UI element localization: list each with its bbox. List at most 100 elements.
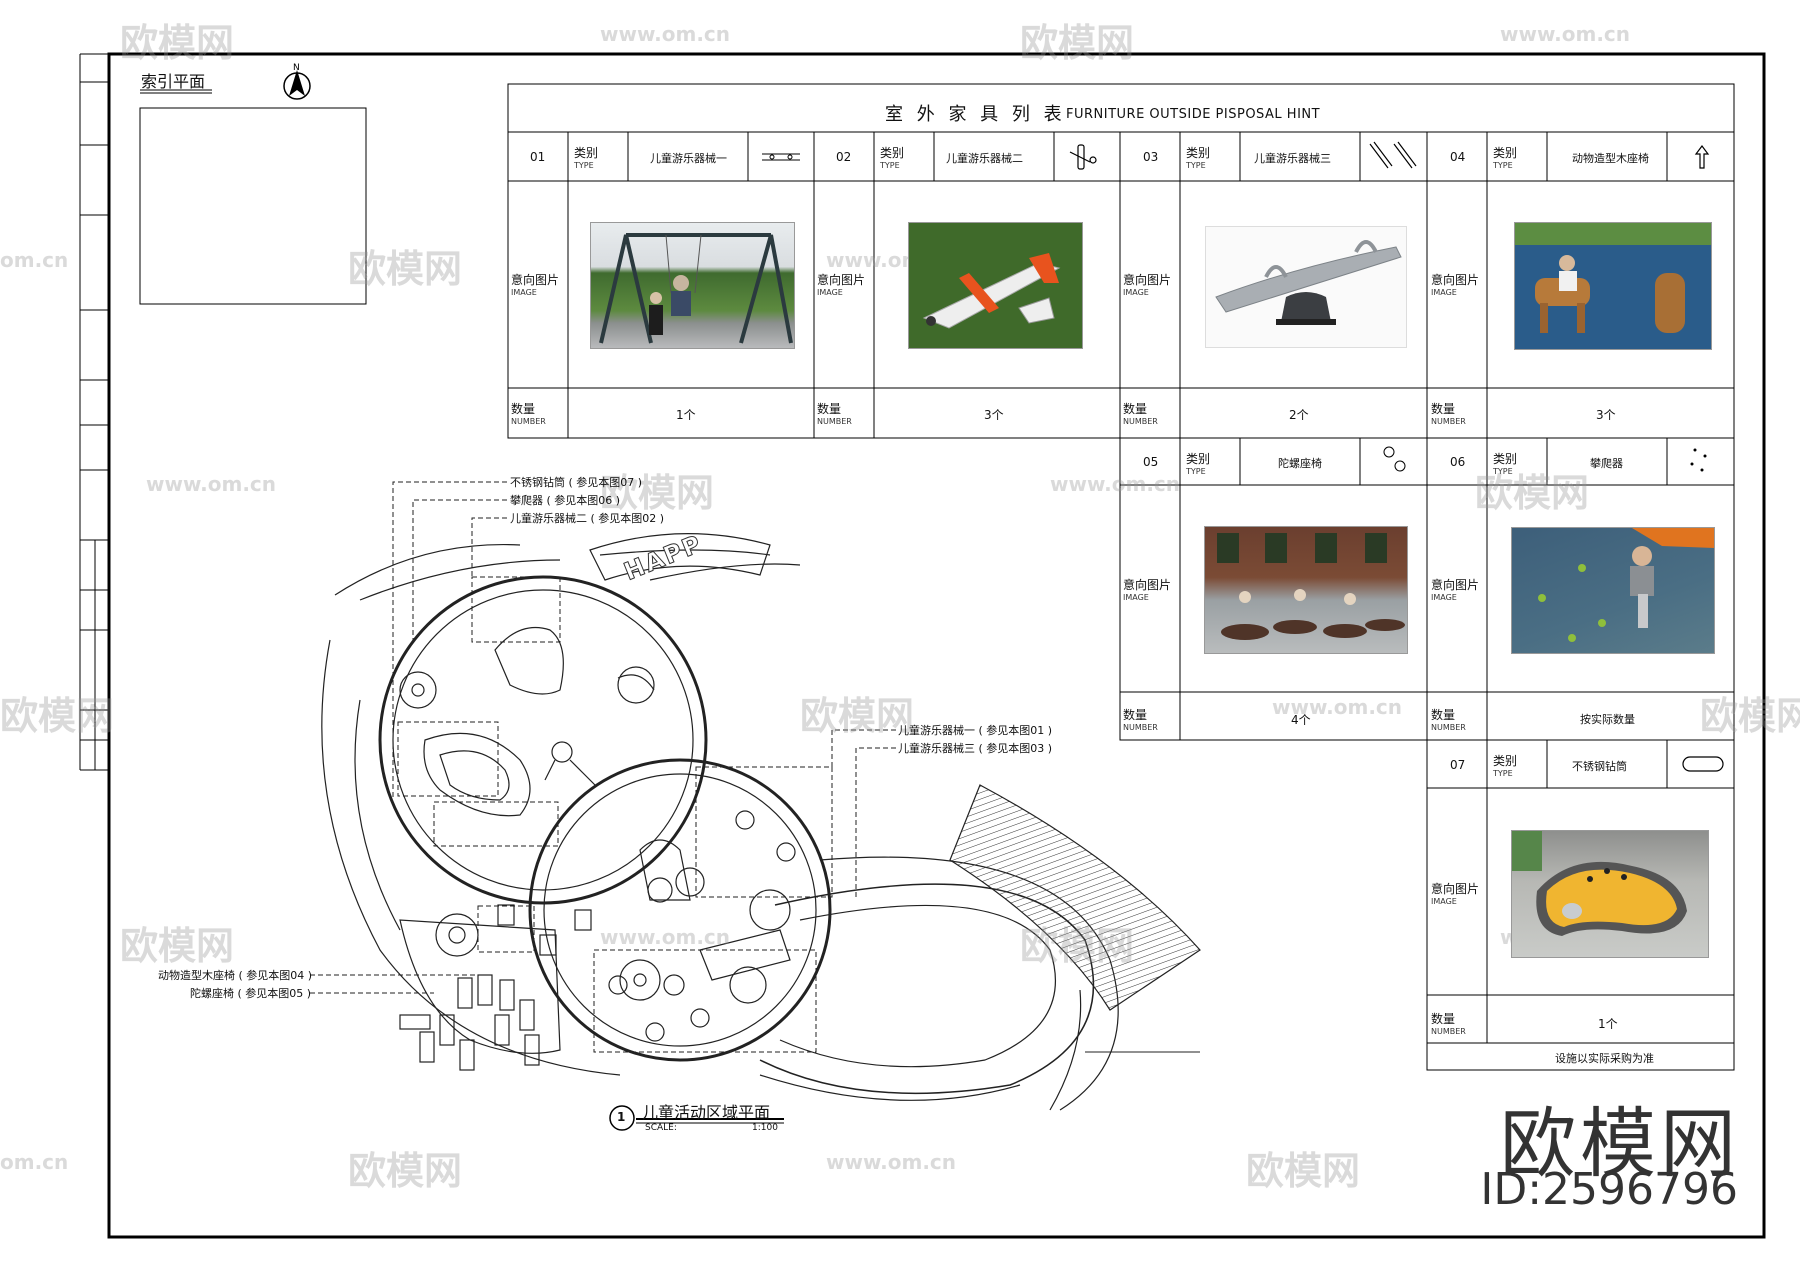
type-label-en: TYPE bbox=[1493, 467, 1513, 476]
callout-play-equipment-2: 儿童游乐器械二 ( 参见本图02 ) bbox=[510, 512, 665, 525]
image-label-cn: 意向图片 bbox=[1431, 578, 1480, 592]
svg-text:N: N bbox=[293, 63, 300, 73]
type-symbol-01-icon bbox=[762, 153, 800, 161]
item-number: 05 bbox=[1143, 455, 1159, 469]
type-symbol-05-icon bbox=[1383, 446, 1406, 472]
item-type-name: 不锈钢钻筒 bbox=[1572, 760, 1627, 773]
dashed-reference-boxes bbox=[310, 481, 896, 1053]
item-quantity: 4个 bbox=[1291, 713, 1311, 727]
climbing-wall-photo bbox=[1511, 527, 1715, 654]
item-quantity: 按实际数量 bbox=[1580, 713, 1635, 726]
animal-seat-photo bbox=[1514, 222, 1712, 350]
type-label-cn: 类别 bbox=[574, 146, 599, 160]
item-number: 03 bbox=[1143, 150, 1159, 164]
image-label-en: IMAGE bbox=[1431, 593, 1457, 602]
type-symbol-03-icon bbox=[1369, 141, 1417, 169]
number-label-en: NUMBER bbox=[817, 417, 852, 426]
table-title-en: FURNITURE OUTSIDE PISPOSAL HINT bbox=[1066, 107, 1321, 122]
plan-scale-label: SCALE: bbox=[645, 1123, 677, 1133]
image-label-cn: 意向图片 bbox=[1431, 273, 1480, 287]
number-label-en: NUMBER bbox=[1431, 417, 1466, 426]
table-title-cn: 室 外 家 具 列 表 bbox=[885, 104, 1066, 125]
image-label-cn: 意向图片 bbox=[1123, 273, 1172, 287]
sheet-border bbox=[107, 52, 1766, 1239]
item-number: 04 bbox=[1450, 150, 1466, 164]
type-label-en: TYPE bbox=[1186, 467, 1206, 476]
stainless-tunnel-photo bbox=[1511, 830, 1709, 958]
image-label-cn: 意向图片 bbox=[1123, 578, 1172, 592]
index-plan-box bbox=[139, 107, 367, 305]
item-type-name: 儿童游乐器械一 bbox=[650, 152, 727, 165]
type-symbol-04-icon bbox=[1694, 145, 1710, 169]
number-label-en: NUMBER bbox=[1431, 723, 1466, 732]
number-label-cn: 数量 bbox=[1123, 708, 1148, 722]
type-label-cn: 类别 bbox=[1186, 452, 1211, 466]
item-quantity: 2个 bbox=[1289, 408, 1309, 422]
spinning-seat-drawing-icon bbox=[1217, 533, 1405, 640]
item-type-name: 动物造型木座椅 bbox=[1572, 152, 1649, 165]
item-number: 06 bbox=[1450, 455, 1466, 469]
type-symbol-02-icon bbox=[1069, 144, 1097, 170]
number-label-en: NUMBER bbox=[1123, 417, 1158, 426]
number-label-en: NUMBER bbox=[1123, 723, 1158, 732]
type-symbol-07-icon bbox=[1682, 756, 1724, 772]
number-label-cn: 数量 bbox=[1431, 708, 1456, 722]
number-label-cn: 数量 bbox=[1123, 402, 1148, 416]
item-type-name: 陀螺座椅 bbox=[1278, 457, 1322, 470]
seesaw-photo bbox=[1205, 226, 1407, 348]
callout-play-equipment-3: 儿童游乐器械三 ( 参见本图03 ) bbox=[898, 742, 1053, 755]
image-label-en: IMAGE bbox=[1123, 288, 1149, 297]
type-label-cn: 类别 bbox=[1186, 146, 1211, 160]
item-quantity: 3个 bbox=[1596, 408, 1616, 422]
plan-number-circle bbox=[609, 1105, 635, 1131]
index-plan-title: 索引平面 bbox=[141, 72, 206, 91]
number-label-cn: 数量 bbox=[1431, 1012, 1456, 1026]
airplane-drawing-icon bbox=[922, 253, 1061, 329]
type-label-cn: 类别 bbox=[1493, 146, 1518, 160]
item-number: 01 bbox=[530, 150, 546, 164]
image-label-cn: 意向图片 bbox=[1431, 882, 1480, 896]
callout-tunnel: 不锈钢钻筒 ( 参见本图07 ) bbox=[510, 476, 643, 489]
callout-climber: 攀爬器 ( 参见本图06 ) bbox=[510, 494, 621, 507]
number-label-cn: 数量 bbox=[817, 402, 842, 416]
type-label-cn: 类别 bbox=[1493, 754, 1518, 768]
type-label-en: TYPE bbox=[1493, 161, 1513, 170]
type-symbol-06-icon bbox=[1690, 448, 1707, 472]
number-label-en: NUMBER bbox=[511, 417, 546, 426]
item-type-name: 儿童游乐器械三 bbox=[1254, 152, 1331, 165]
climbing-wall-drawing-icon bbox=[1538, 528, 1714, 642]
callout-animal-seat: 动物造型木座椅 ( 参见本图04 ) bbox=[158, 969, 313, 982]
image-label-cn: 意向图片 bbox=[817, 273, 866, 287]
item-number: 07 bbox=[1450, 758, 1466, 772]
type-label-en: TYPE bbox=[1493, 769, 1513, 778]
north-arrow-icon: N bbox=[283, 63, 311, 100]
image-label-cn: 意向图片 bbox=[511, 273, 560, 287]
animal-seat-drawing-icon bbox=[1515, 223, 1711, 333]
callout-spinning-seat: 陀螺座椅 ( 参见本图05 ) bbox=[190, 987, 312, 1000]
airplane-toy-photo bbox=[908, 222, 1083, 349]
table-footnote: 设施以实际采购为准 bbox=[1555, 1052, 1654, 1065]
item-type-name: 儿童游乐器械二 bbox=[946, 152, 1023, 165]
hatched-planting-area bbox=[949, 784, 1201, 1011]
seesaw-drawing-icon bbox=[1215, 240, 1402, 325]
item-quantity: 3个 bbox=[984, 408, 1004, 422]
type-label-cn: 类别 bbox=[1493, 452, 1518, 466]
type-label-cn: 类别 bbox=[880, 146, 905, 160]
brand-logo-text: 欧模网 bbox=[1500, 1099, 1740, 1188]
plan-number: 1 bbox=[617, 1110, 626, 1124]
image-label-en: IMAGE bbox=[1431, 288, 1457, 297]
number-label-cn: 数量 bbox=[511, 402, 536, 416]
plan-scale-value: 1:100 bbox=[752, 1123, 778, 1133]
image-label-en: IMAGE bbox=[817, 288, 843, 297]
image-label-en: IMAGE bbox=[1431, 897, 1457, 906]
spinning-seat-photo bbox=[1204, 526, 1408, 654]
swing-drawing-icon bbox=[599, 233, 793, 344]
furniture-table-grid bbox=[507, 83, 1735, 1071]
brand-id: ID:2596796 bbox=[1480, 1164, 1738, 1215]
item-quantity: 1个 bbox=[676, 408, 696, 422]
swing-photo bbox=[590, 222, 795, 349]
type-label-en: TYPE bbox=[1186, 161, 1206, 170]
type-label-en: TYPE bbox=[880, 161, 900, 170]
item-type-name: 攀爬器 bbox=[1590, 457, 1623, 470]
